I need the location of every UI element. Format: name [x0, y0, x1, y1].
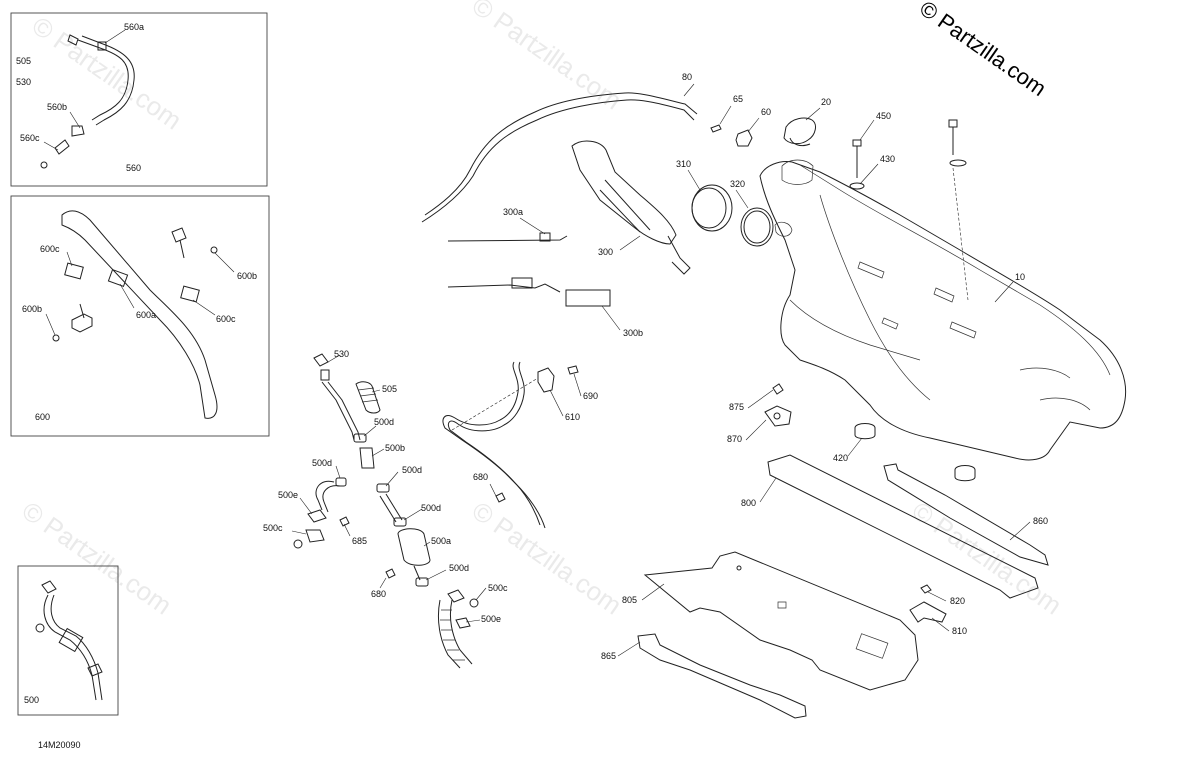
watermark: © Partzilla.com — [467, 495, 628, 620]
callout-label: 500a — [431, 536, 451, 546]
callout-label: 680 — [371, 589, 386, 599]
inset-bottom-drawing — [35, 580, 103, 701]
callout-label: 810 — [952, 626, 967, 636]
inset-box-middle — [10, 195, 270, 437]
watermark: © Partzilla.com — [907, 495, 1068, 620]
callout-label: 680 — [473, 472, 488, 482]
inset-top-drawing — [40, 29, 135, 169]
watermark: © Partzilla.com — [467, 0, 628, 115]
callout-label: 500d — [312, 458, 332, 468]
inset-box-bottom — [17, 565, 119, 716]
callout-label: 65 — [733, 94, 743, 104]
callout-label: 300 — [598, 247, 613, 257]
callout-label: 300a — [503, 207, 523, 217]
callout-label: 500d — [421, 503, 441, 513]
callout-label: 610 — [565, 412, 580, 422]
callout-label: 600 — [35, 412, 50, 422]
callout-label: 805 — [622, 595, 637, 605]
callout-label: 600c — [40, 244, 60, 254]
callout-label: 420 — [833, 453, 848, 463]
callout-label: 500d — [374, 417, 394, 427]
callout-label: 300b — [623, 328, 643, 338]
callout-label: 430 — [880, 154, 895, 164]
callout-label: 820 — [950, 596, 965, 606]
callout-label: 690 — [583, 391, 598, 401]
callout-label: 500d — [402, 465, 422, 475]
inset-top-labels: 560a 505 530 560b 560c 560 — [16, 22, 144, 173]
inset-middle-drawing — [45, 210, 235, 419]
callout-label: 870 — [727, 434, 742, 444]
callout-label: 505 — [16, 56, 31, 66]
callout-label: 530 — [16, 77, 31, 87]
callout-label: 600a — [136, 310, 156, 320]
callout-label: 320 — [730, 179, 745, 189]
callout-label: 600b — [237, 271, 257, 281]
callout-label: 500d — [449, 563, 469, 573]
watermark-group: © Partzilla.com © Partzilla.com © Partzi… — [17, 0, 1068, 620]
callout-label: 560b — [47, 102, 67, 112]
callout-label: 500c — [488, 583, 508, 593]
callout-label: 685 — [352, 536, 367, 546]
callout-label: 560c — [20, 133, 40, 143]
callout-label: 530 — [334, 349, 349, 359]
inset-box-top — [10, 12, 268, 187]
callout-label: 505 — [382, 384, 397, 394]
callout-label: 450 — [876, 111, 891, 121]
callout-label: 20 — [821, 97, 831, 107]
inset-middle-labels: 600c 600b 600b 600a 600c 600 — [22, 244, 257, 422]
callout-label: 500e — [278, 490, 298, 500]
callout-label: 500b — [385, 443, 405, 453]
callout-label: 80 — [682, 72, 692, 82]
callout-label: 560a — [124, 22, 144, 32]
diagram-code: 14M20090 — [38, 740, 81, 750]
callout-label: 600b — [22, 304, 42, 314]
watermark: © Partzilla.com — [27, 10, 188, 135]
callout-label: 865 — [601, 651, 616, 661]
callout-label: 10 — [1015, 272, 1025, 282]
main-callout-labels: 80 65 60 20 450 430 310 320 300a 300 300… — [263, 72, 1048, 661]
callout-label: 800 — [741, 498, 756, 508]
callout-label: 560 — [126, 163, 141, 173]
callout-label: 310 — [676, 159, 691, 169]
brand-logo-text: © Partzilla.com — [915, 0, 1051, 101]
callout-label: 500c — [263, 523, 283, 533]
callout-label: 875 — [729, 402, 744, 412]
callout-label: 500 — [24, 695, 39, 705]
callout-label: 600c — [216, 314, 236, 324]
callout-label: 500e — [481, 614, 501, 624]
watermark: © Partzilla.com — [17, 495, 178, 620]
callout-label: 60 — [761, 107, 771, 117]
main-drawing — [291, 83, 1127, 719]
callout-label: 860 — [1033, 516, 1048, 526]
